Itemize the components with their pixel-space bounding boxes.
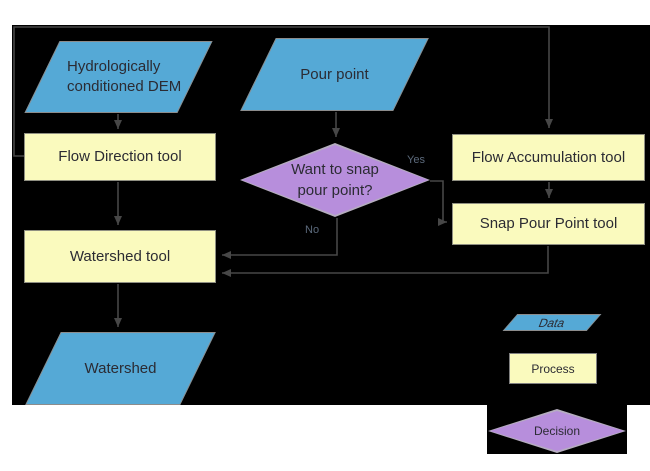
legend-decision-label-wrap: Decision: [488, 409, 626, 453]
node-watershed: Watershed: [25, 332, 216, 405]
node-hydrologically-conditioned-dem: Hydrologically conditioned DEM: [24, 41, 213, 113]
node-flow-accumulation-tool: Flow Accumulation tool: [452, 134, 645, 181]
node-decision-want-to-snap: Want to snap pour point?: [240, 143, 430, 217]
node-decision-label: Want to snap pour point?: [291, 161, 379, 199]
edge-label-no: No: [305, 224, 320, 236]
legend-data-label-wrap: Data: [508, 315, 596, 330]
node-watershed-tool-label: Watershed tool: [69, 247, 171, 265]
node-dem-label-wrap: Hydrologically conditioned DEM: [43, 42, 194, 112]
node-flow-accumulation-label: Flow Accumulation tool: [471, 148, 626, 166]
node-watershed-label-wrap: Watershed: [44, 333, 197, 404]
node-snap-pour-point-label: Snap Pour Point tool: [479, 215, 618, 232]
node-watershed-label: Watershed: [84, 359, 157, 377]
node-pour-point-label-wrap: Pour point: [259, 39, 410, 110]
legend-data-label: Data: [536, 315, 568, 330]
legend-decision-shape: Decision: [488, 409, 626, 453]
node-pour-point: Pour point: [240, 38, 429, 111]
node-decision-label-wrap: Want to snap pour point?: [240, 143, 430, 217]
legend-decision-label: Decision: [533, 423, 581, 438]
node-dem-label: Hydrologically conditioned DEM: [67, 58, 182, 95]
node-snap-pour-point-tool: Snap Pour Point tool: [452, 203, 645, 245]
node-watershed-tool: Watershed tool: [24, 230, 216, 283]
node-pour-point-label: Pour point: [300, 65, 369, 83]
node-flow-direction-label: Flow Direction tool: [58, 148, 182, 165]
legend-process-shape: Process: [509, 353, 597, 384]
legend-data-shape: Data: [502, 314, 602, 331]
node-flow-direction-tool: Flow Direction tool: [24, 133, 216, 181]
edge-label-yes: Yes: [407, 154, 425, 166]
legend-process-label: Process: [531, 361, 575, 376]
